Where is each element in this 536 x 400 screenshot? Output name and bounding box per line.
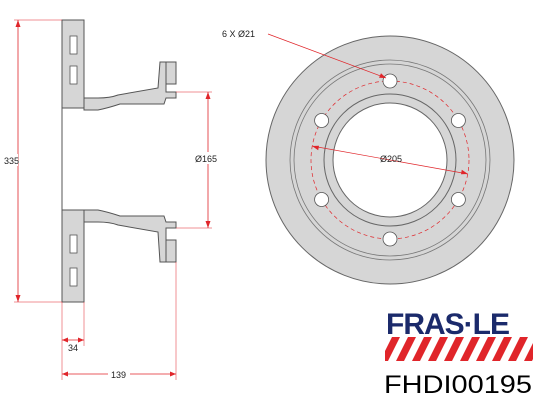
bolt-circle-diameter-line — [311, 145, 469, 175]
bolt-hole-leader — [267, 33, 387, 79]
hat-section-upper — [83, 61, 177, 111]
bolt-hole — [382, 231, 398, 247]
bolt-holes-label: 6 X Ø21 — [222, 29, 255, 39]
brand-logo-text: FRAS·LE — [386, 308, 509, 341]
bolt-hole — [314, 113, 330, 128]
front-view — [265, 33, 515, 285]
overall-height-label: 335 — [4, 156, 19, 166]
logo-stripes — [385, 337, 533, 361]
side-profile-view — [61, 19, 177, 303]
bolt-hole — [450, 113, 466, 128]
fras-le-logo: FRAS·LE — [385, 308, 534, 361]
hat-depth-label: 34 — [68, 343, 78, 353]
hub-diameter-label: Ø165 — [195, 154, 217, 164]
friction-ring-section — [61, 19, 85, 303]
vent-slots — [69, 35, 78, 287]
bolt-hole — [450, 192, 466, 207]
hat-section-lower — [83, 209, 177, 263]
part-number: FHDI00195 — [384, 371, 532, 399]
overall-width-label: 139 — [111, 370, 126, 380]
bolt-circle-label: Ø205 — [380, 154, 402, 164]
bolt-holes — [314, 73, 466, 247]
bolt-hole — [382, 73, 398, 89]
dimension-arrowheads — [15, 20, 211, 377]
bolt-hole — [314, 192, 330, 207]
dimension-lines — [14, 19, 212, 380]
